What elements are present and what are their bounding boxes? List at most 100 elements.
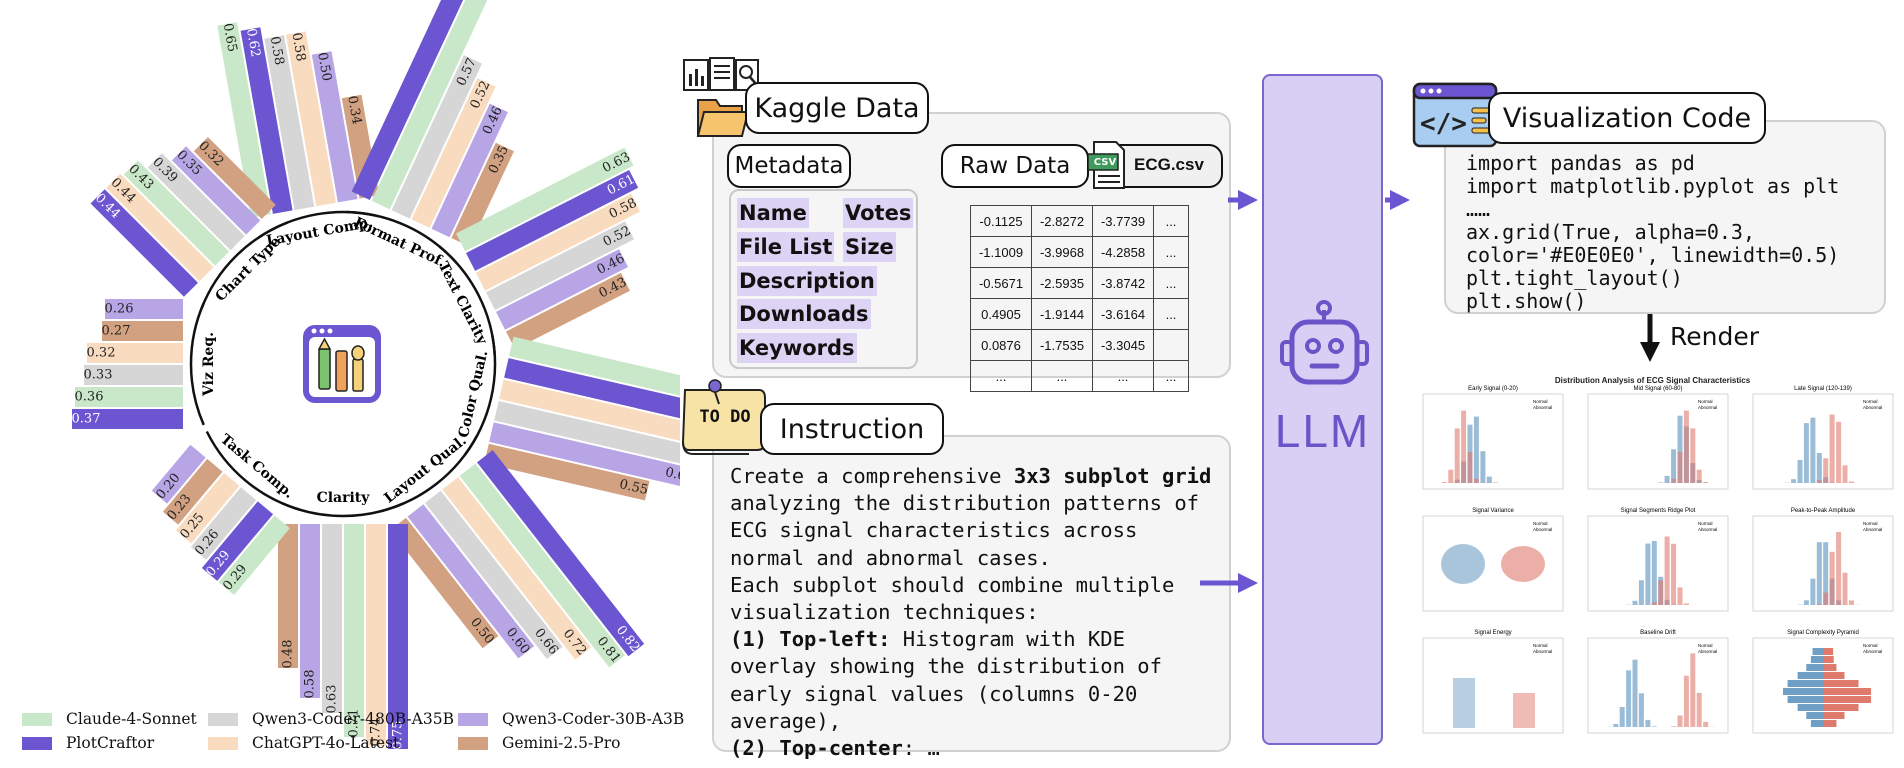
histogram-bar bbox=[1823, 542, 1829, 605]
legend-normal: Normal bbox=[1863, 399, 1878, 404]
metadata-tag-name: Name bbox=[737, 198, 809, 228]
histogram-bar bbox=[1441, 482, 1447, 483]
histogram-bar bbox=[1638, 580, 1644, 605]
histogram-bar bbox=[1671, 726, 1677, 727]
histogram-bar bbox=[1703, 482, 1709, 483]
bar-value-label: 0.58 bbox=[303, 670, 318, 699]
legend-abnormal: Abnormal bbox=[1863, 405, 1882, 410]
pyramid-bar bbox=[1823, 720, 1837, 727]
category-label: Clarity bbox=[317, 490, 371, 506]
bar-chart-type-gemini-2-5-pro bbox=[193, 137, 276, 219]
table-cell: ... bbox=[970, 360, 1032, 392]
histogram-bar bbox=[1664, 536, 1670, 605]
instruction-title: Instruction bbox=[760, 403, 944, 455]
subplot-frame bbox=[1587, 515, 1729, 612]
pyramid-bar bbox=[1823, 656, 1834, 663]
histogram-bar bbox=[1683, 675, 1689, 727]
bar-value-label: 0.37 bbox=[72, 412, 101, 427]
metadata-tag-file-list: File List bbox=[737, 232, 835, 262]
histogram-bar bbox=[1645, 719, 1651, 727]
subplot-frame bbox=[1752, 515, 1894, 612]
bar-clarity-gemini-2-5-pro bbox=[278, 524, 298, 668]
llm-label: LLM bbox=[1274, 405, 1371, 457]
table-cell: -1.1009 bbox=[970, 236, 1032, 268]
robot-icon bbox=[1280, 300, 1369, 385]
histogram-bar bbox=[1658, 482, 1664, 483]
legend-abnormal: Abnormal bbox=[1533, 527, 1552, 532]
table-cell: 0.4905 bbox=[970, 298, 1032, 330]
bar-value-label: 0.75 bbox=[391, 721, 406, 750]
legend-item-claude: Claude-4-Sonnet bbox=[22, 710, 197, 728]
legend-abnormal: Abnormal bbox=[1863, 527, 1882, 532]
metadata-tag-downloads: Downloads bbox=[737, 299, 871, 329]
histogram-bar bbox=[1797, 459, 1803, 483]
code-panel bbox=[1444, 120, 1886, 314]
table-cell: -1.9144 bbox=[1031, 298, 1093, 330]
bar-chart-type-chatgpt-4o-latest bbox=[106, 173, 214, 282]
bar-format-prof--plotcraftor bbox=[351, 0, 464, 200]
histogram-bar bbox=[1651, 602, 1657, 605]
histogram-bar bbox=[1461, 410, 1467, 483]
bar-clarity-chatgpt-4o-latest bbox=[366, 524, 386, 746]
histogram-bar bbox=[1671, 543, 1677, 605]
table-cell: -2.8272 bbox=[1031, 205, 1093, 237]
pyramid-bar bbox=[1797, 704, 1823, 711]
pyramid-bar bbox=[1812, 648, 1823, 655]
strip-normal bbox=[1453, 678, 1475, 728]
bar-value-label: 0.34 bbox=[344, 95, 364, 126]
metadata-label: Metadata bbox=[727, 144, 851, 188]
legend-abnormal: Abnormal bbox=[1698, 527, 1717, 532]
csv-badge: CSV bbox=[1093, 157, 1117, 168]
bar-text-clarity-chatgpt-4o-latest bbox=[476, 193, 641, 291]
bar-clarity-qwen3-coder-480b-a35b bbox=[322, 524, 342, 713]
histogram-bar bbox=[1632, 600, 1638, 605]
metadata-tag-keywords: Keywords bbox=[737, 333, 857, 363]
histogram-bar bbox=[1677, 452, 1683, 483]
instruction-text: Create a comprehensive 3x3 subplot grid … bbox=[730, 464, 1212, 761]
histogram-bar bbox=[1848, 481, 1854, 483]
bar-layout-qual--chatgpt-4o-latest bbox=[442, 477, 591, 660]
subplot-title: Early Signal (0-20) bbox=[1468, 386, 1518, 392]
histogram-bar bbox=[1638, 693, 1644, 727]
metadata-tag-description: Description bbox=[737, 266, 877, 296]
bar-layout-qual--plotcraftor bbox=[477, 450, 645, 657]
histogram-bar bbox=[1467, 452, 1473, 483]
todo-note-icon bbox=[681, 379, 766, 455]
bar-value-label: 0.32 bbox=[87, 346, 116, 361]
table-row: -1.1009-3.9968-4.2858... bbox=[970, 236, 1189, 268]
bar-value-label: 0.50 bbox=[314, 51, 334, 82]
table-cell: -4.2858 bbox=[1092, 236, 1154, 268]
bar-value-label: 0.58 bbox=[267, 35, 287, 66]
pyramid-bar bbox=[1823, 688, 1872, 695]
histogram-bar bbox=[1848, 600, 1854, 605]
legend-normal: Normal bbox=[1863, 521, 1878, 526]
histogram-bar bbox=[1677, 587, 1683, 605]
code-text: import pandas as pd import matplotlib.py… bbox=[1466, 151, 1840, 313]
histogram-bar bbox=[1493, 482, 1499, 483]
histogram-bar bbox=[1803, 423, 1809, 483]
pyramid-bar bbox=[1823, 696, 1872, 703]
table-cell: -3.6164 bbox=[1092, 298, 1154, 330]
histogram-bar bbox=[1473, 416, 1479, 483]
pyramid-bar bbox=[1823, 648, 1834, 655]
subplot-title: Late Signal (120-139) bbox=[1794, 386, 1852, 392]
bar-value-label: 0.48 bbox=[281, 640, 296, 669]
pyramid-bar bbox=[1823, 680, 1859, 687]
legend-normal: Normal bbox=[1863, 643, 1878, 648]
center-logo-icon bbox=[303, 325, 381, 403]
metadata-tag-votes: Votes bbox=[843, 198, 914, 228]
histogram-bar bbox=[1690, 653, 1696, 727]
subplot-title: Signal Variance bbox=[1472, 508, 1514, 514]
category-arc bbox=[200, 221, 289, 310]
bar-clarity-qwen3-coder-30b-a3b bbox=[300, 524, 320, 698]
violin-abnormal bbox=[1501, 546, 1545, 582]
pyramid-bar bbox=[1810, 720, 1823, 727]
histogram-bar bbox=[1816, 604, 1822, 605]
histogram-bar bbox=[1486, 476, 1492, 483]
histogram-bar bbox=[1448, 469, 1454, 483]
pyramid-bar bbox=[1823, 704, 1859, 711]
pyramid-bar bbox=[1797, 672, 1823, 679]
histogram-bar bbox=[1703, 721, 1709, 727]
bar-task-comp--plotcraftor bbox=[201, 501, 274, 581]
bar-chart-type-qwen3-coder-480b-a35b bbox=[147, 153, 245, 251]
